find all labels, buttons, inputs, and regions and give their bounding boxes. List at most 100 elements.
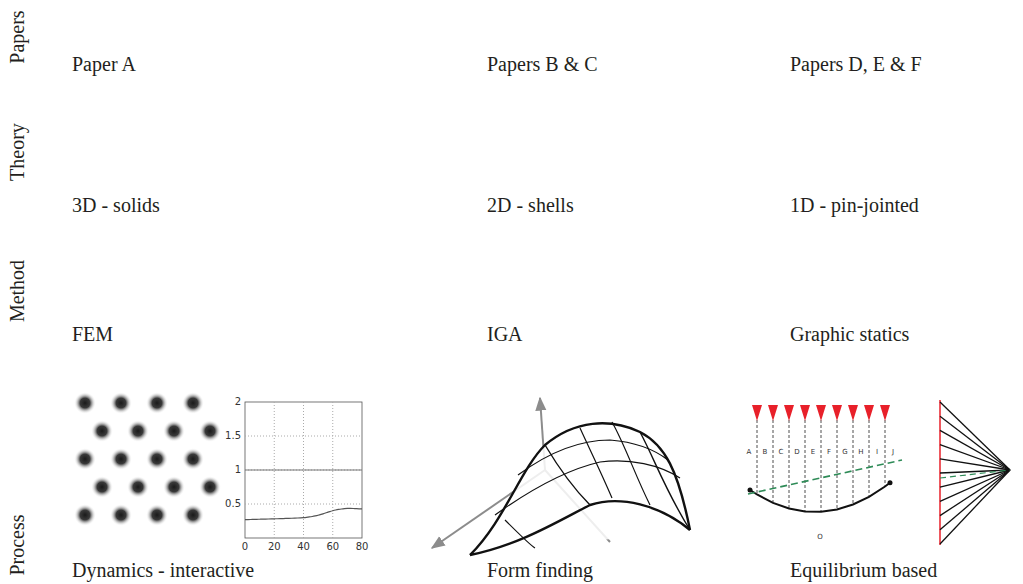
- density-dot: [182, 392, 204, 414]
- density-dot: [146, 392, 168, 414]
- density-dot: [127, 420, 149, 442]
- segment-letter: G: [841, 449, 848, 456]
- density-dot: [110, 448, 132, 470]
- density-dot: [91, 476, 113, 498]
- row-label: Theory: [7, 123, 27, 181]
- density-pattern: [74, 392, 221, 526]
- load-line: [821, 420, 822, 512]
- closing-ray: [940, 470, 1010, 478]
- theory-label: 2D - shells: [487, 195, 574, 215]
- load-arrow: [848, 405, 858, 421]
- load-arrow: [768, 405, 778, 421]
- load-line: [789, 420, 790, 508]
- force-ray: [940, 402, 1010, 470]
- force-ray: [940, 470, 1010, 544]
- load-line: [869, 420, 870, 497]
- load-arrow: [784, 405, 794, 421]
- force-ray: [940, 470, 1010, 516]
- axis-tick: 1.5: [225, 431, 241, 441]
- segment-letter: E: [810, 449, 816, 456]
- theory-label: 3D - solids: [72, 195, 160, 215]
- theory-label: 1D - pin-jointed: [790, 195, 919, 215]
- axis-tick: 0.5: [225, 499, 241, 509]
- column-heading: Papers D, E & F: [790, 54, 922, 74]
- density-dot: [182, 448, 204, 470]
- closing-line: [748, 460, 902, 494]
- row-label: Papers: [7, 10, 27, 63]
- pole-letter: O: [816, 534, 824, 541]
- method-label: Graphic statics: [790, 324, 909, 344]
- force-ray: [940, 430, 1010, 470]
- shell-surface: [432, 398, 690, 555]
- method-label: FEM: [72, 324, 113, 344]
- chart-frame: [245, 402, 362, 538]
- row-label: Process: [7, 514, 27, 575]
- axis-tick: 1: [235, 465, 241, 475]
- density-dot: [146, 448, 168, 470]
- density-dot: [74, 448, 96, 470]
- load-line: [885, 420, 886, 487]
- load-arrow: [880, 405, 890, 421]
- grid-line: [245, 436, 362, 437]
- axis-tick: 0: [242, 542, 248, 552]
- density-dot: [163, 476, 185, 498]
- row-label: Method: [7, 260, 27, 322]
- density-dot: [146, 504, 168, 526]
- reference-line: [245, 469, 362, 470]
- graphic-statics-figure: [748, 400, 1011, 545]
- density-dot: [74, 504, 96, 526]
- method-label: IGA: [487, 324, 523, 344]
- load-arrow: [864, 405, 874, 421]
- density-dot: [110, 392, 132, 414]
- load-line: [837, 420, 838, 509]
- column-heading: Paper A: [72, 54, 136, 74]
- funicular-polygon: [750, 483, 890, 512]
- grid-line: [245, 470, 362, 471]
- load-arrow: [752, 405, 762, 421]
- support: [748, 488, 753, 493]
- process-label: Dynamics - interactive: [72, 560, 254, 580]
- segment-letter: C: [778, 449, 785, 456]
- segment-letter: A: [746, 449, 753, 456]
- support: [888, 480, 893, 485]
- load-arrow: [800, 405, 810, 421]
- density-dot: [163, 420, 185, 442]
- axis-tick: 2: [235, 397, 241, 407]
- density-dot: [199, 420, 221, 442]
- load-line: [757, 420, 758, 495]
- segment-letter: H: [857, 449, 864, 456]
- density-dot: [199, 476, 221, 498]
- segment-letter: J: [891, 449, 895, 456]
- load-line: [805, 420, 806, 511]
- process-label: Form finding: [487, 560, 593, 580]
- axis-tick: 40: [297, 542, 310, 552]
- axis-tick: 80: [356, 542, 369, 552]
- load-arrow: [832, 405, 842, 421]
- grid-line: [245, 504, 362, 505]
- axis-tick: 20: [268, 542, 281, 552]
- density-dot: [127, 476, 149, 498]
- density-dot: [74, 392, 96, 414]
- force-ray: [940, 416, 1010, 470]
- segment-letter: F: [826, 449, 832, 456]
- column-heading: Papers B & C: [487, 54, 598, 74]
- process-label: Equilibrium based: [790, 560, 937, 580]
- line-chart: [245, 402, 362, 538]
- segment-letter: I: [875, 449, 879, 456]
- load-arrow: [816, 405, 826, 421]
- force-ray: [940, 470, 1010, 530]
- force-ray: [940, 470, 1010, 501]
- load-line: [853, 420, 854, 504]
- force-ray: [940, 445, 1010, 470]
- segment-letter: D: [793, 449, 800, 456]
- density-dot: [110, 504, 132, 526]
- axis-tick: 60: [326, 542, 339, 552]
- force-ray: [940, 459, 1010, 470]
- load-line: [773, 420, 774, 503]
- density-dot: [182, 504, 204, 526]
- density-dot: [91, 420, 113, 442]
- data-curve: [245, 508, 362, 519]
- segment-letter: B: [762, 449, 769, 456]
